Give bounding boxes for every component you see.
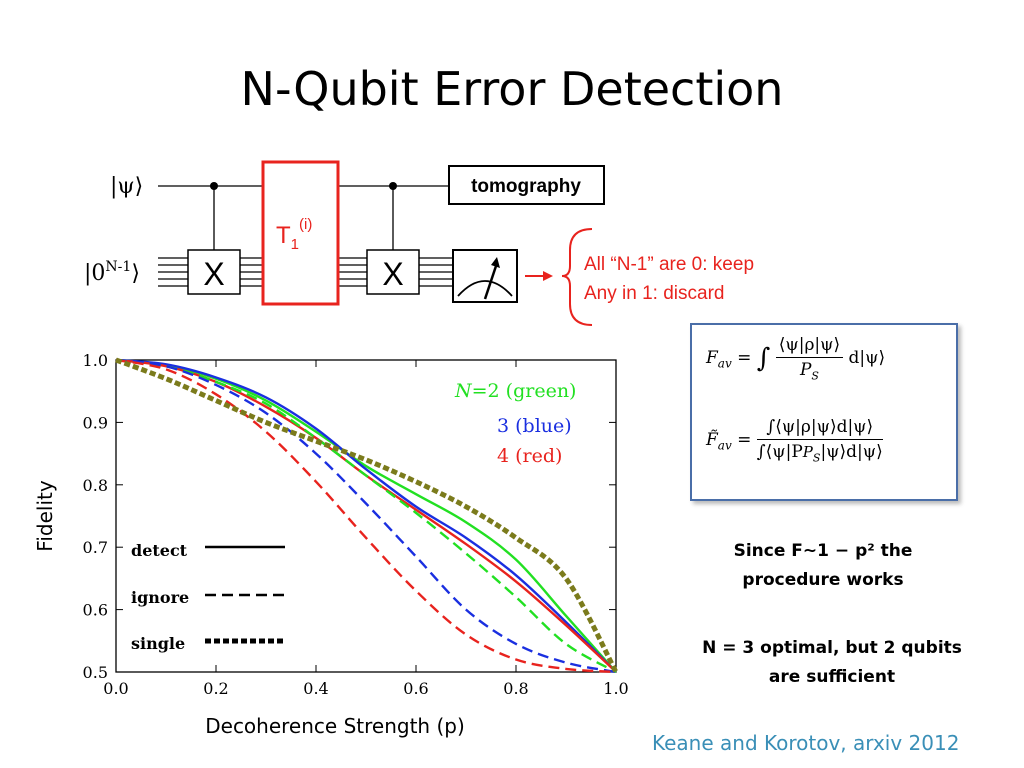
legend-n4: 4 (red) [497, 445, 562, 467]
measurement-meter-icon [452, 249, 518, 303]
x-tick-label: 0.0 [103, 679, 128, 698]
legend-ignore-label: ignore [131, 588, 189, 607]
x-gate-label: X [203, 256, 224, 292]
series-green-ignore [115, 358, 617, 674]
x-gate-box [187, 249, 241, 295]
formula-f-tilde-av: F̃av = ∫⟨ψ|ρ|ψ⟩d|ψ⟩∫⟨ψ|PPS|ψ⟩d|ψ⟩ [706, 417, 883, 465]
discard-rule: Any in 1: discard [584, 283, 725, 304]
y-tick-label: 0.9 [83, 413, 108, 432]
formula-f-av: Fav = ∫ ⟨ψ|ρ|ψ⟩PS d|ψ⟩ [706, 335, 886, 383]
ancilla-state-label: |0N-1⟩ [84, 259, 140, 286]
legend-n2: N=2 (green) [454, 380, 576, 402]
channel-label: T1(i) [276, 216, 312, 253]
x-tick-label: 1.0 [603, 679, 628, 698]
x-gate-box [366, 249, 420, 295]
y-tick-label: 0.8 [83, 476, 108, 495]
citation: Keane and Korotov, arxiv 2012 [652, 731, 960, 755]
since-note: Since F~1 − p² the procedure works [733, 541, 913, 590]
legend-single-label: single [131, 634, 185, 653]
x-tick-label: 0.4 [303, 679, 328, 698]
series-layer [115, 357, 619, 674]
x-tick-label: 0.2 [203, 679, 228, 698]
y-tick-label: 0.7 [83, 538, 108, 557]
series-blue-detect [115, 358, 617, 673]
legend-detect-label: detect [131, 541, 188, 560]
x-tick-label: 0.6 [403, 679, 428, 698]
series-red-ignore [115, 358, 617, 674]
tomography-label: tomography [471, 176, 581, 197]
legend-n3: 3 (blue) [497, 415, 572, 437]
x-axis-label: Decoherence Strength (p) [205, 714, 465, 738]
outcome-brace [561, 228, 593, 326]
tomography-box: tomography [448, 165, 605, 205]
channel-box: T1(i) [261, 160, 340, 306]
slide-title: N-Qubit Error Detection [240, 62, 784, 116]
y-tick-label: 1.0 [83, 351, 108, 370]
x-tick-label: 0.8 [503, 679, 528, 698]
outcome-rules: All “N-1” are 0: keep Any in 1: discard [584, 250, 754, 308]
keep-rule: All “N-1” are 0: keep [584, 254, 755, 275]
y-tick-label: 0.5 [83, 663, 108, 682]
fidelity-chart: 0.0 0.2 0.4 0.6 0.8 1.0 0.5 0.6 0.7 0.8 0.9 1.0 Fid… [33, 351, 629, 738]
x-gate-label: X [382, 256, 403, 292]
cnot-gate-2: X [366, 182, 420, 295]
axis-ticks: 0.0 0.2 0.4 0.6 0.8 1.0 0.5 0.6 0.7 0.8 0.9 1.0 [83, 351, 629, 698]
input-state-label: |ψ⟩ [110, 174, 143, 199]
series-blue-ignore [115, 358, 617, 674]
style-legend: detect ignore single [131, 541, 285, 653]
cnot-gate-1: X [187, 182, 241, 295]
quantum-circuit: |ψ⟩ |0N-1⟩ X T1(i) X tomography [84, 160, 605, 326]
output-arrow-icon [525, 271, 553, 281]
plot-frame [115, 359, 617, 673]
formula-box: Fav = ∫ ⟨ψ|ρ|ψ⟩PS d|ψ⟩ F̃av = ∫⟨ψ|ρ|ψ⟩d|… [690, 323, 958, 501]
y-axis-label: Fidelity [33, 480, 57, 552]
y-tick-label: 0.6 [83, 601, 108, 620]
optimal-note: N = 3 optimal, but 2 qubits are sufficie… [702, 638, 962, 687]
